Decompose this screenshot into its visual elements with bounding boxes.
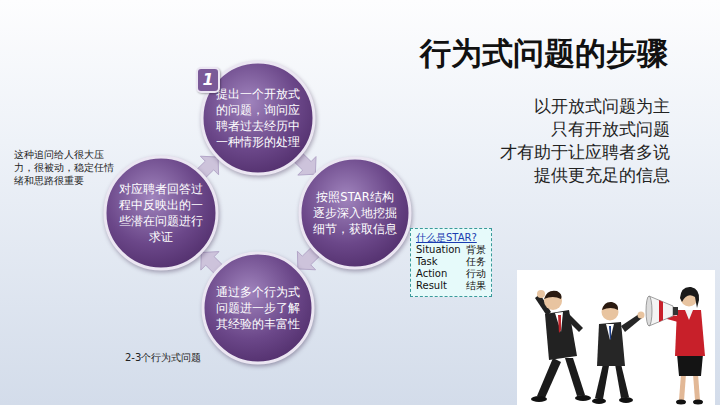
circle-text: 对应聘者回答过程中反映出的一些潜在问题进行求证 (119, 181, 203, 245)
term-cell: 背景 (466, 244, 486, 256)
count-note: 2-3个行为式问题 (125, 351, 201, 364)
key-point: 以开放式问题为主 (534, 95, 670, 118)
info-box: 什么是STAR?Situation 背景 Task 任务 Action 行动 Result 结… (410, 228, 492, 297)
term-cell: Situation (416, 244, 461, 256)
circle-shape (203, 253, 313, 363)
process-circle: 对应聘者回答过程中反映出的一些潜在问题进行求证 (102, 154, 220, 272)
business-illustration (517, 270, 715, 405)
process-circle: 通过多个行为式问题进一步了解其经验的丰富性 (200, 250, 316, 366)
process-circle: 按照STAR结构逐步深入地挖掘细节，获取信息 (297, 155, 413, 271)
key-point: 提供更充足的信息 (534, 164, 670, 187)
term-cell: Task (416, 256, 461, 268)
key-point: 才有助于让应聘者多说 (500, 141, 670, 164)
circle-text: 通过多个行为式问题进一步了解其经验的丰富性 (216, 284, 300, 332)
term-cell: 结果 (466, 280, 486, 292)
term-cell: 行动 (466, 268, 486, 280)
term-cell: 任务 (466, 256, 486, 268)
key-point: 只有开放式问题 (551, 118, 670, 141)
term-cell: Result (416, 280, 461, 292)
circle-outline (102, 154, 220, 272)
circle-shape (300, 158, 410, 268)
circle-shape (105, 157, 217, 269)
side-note: 这种追问给人很大压力，很被动，稳定任情绪和思路很重要 (14, 148, 116, 187)
callout-number: 1 (196, 67, 220, 93)
circle-text: 按照STAR结构逐步深入地挖掘细节，获取信息 (313, 189, 397, 237)
box-heading: 什么是STAR? (416, 232, 486, 244)
page-title: 行为式问题的步骤 (420, 33, 668, 75)
term-cell: Action (416, 268, 461, 280)
circle-shape (202, 62, 314, 174)
circle-text: 提出一个开放式的问题，询问应聘者过去经历中一种情形的处理 (216, 86, 300, 150)
term-grid: Situation 背景 Task 任务 Action 行动 Result 结果 (416, 244, 486, 292)
